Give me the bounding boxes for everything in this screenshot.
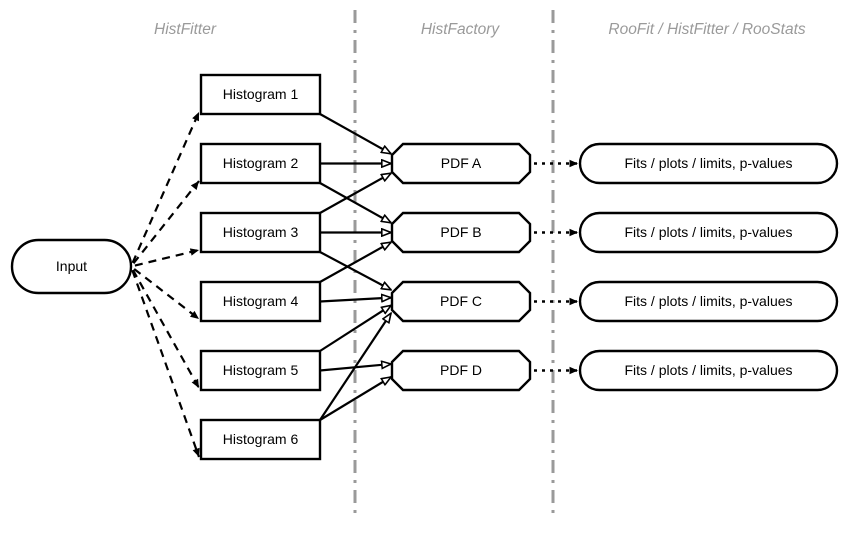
node-label: Histogram 6 bbox=[223, 431, 299, 447]
node-result-1: Fits / plots / limits, p-values bbox=[578, 142, 839, 185]
node-label: Histogram 3 bbox=[223, 224, 299, 240]
edge-input-to-histogram-3 bbox=[134, 248, 200, 267]
node-histogram-6: Histogram 6 bbox=[199, 418, 322, 461]
node-label: PDF B bbox=[440, 224, 481, 240]
edge-histogram-3-to-pdf-A bbox=[319, 173, 391, 214]
edge-histogram-5-to-pdf-C bbox=[319, 305, 391, 352]
node-input: Input bbox=[10, 238, 133, 295]
nodes-layer: Input Histogram 1 Histogram 2 Histogram 3 Hi… bbox=[10, 73, 839, 461]
node-label: PDF A bbox=[441, 155, 482, 171]
node-label: Fits / plots / limits, p-values bbox=[624, 224, 792, 240]
edge-histogram-4-to-pdf-C bbox=[319, 298, 391, 302]
edge-histogram-5-to-pdf-D bbox=[319, 364, 391, 372]
node-label: PDF D bbox=[440, 362, 482, 378]
node-histogram-4: Histogram 4 bbox=[199, 280, 322, 323]
node-pdf-c: PDF C bbox=[390, 280, 532, 323]
edge-histogram-3-to-pdf-C bbox=[319, 251, 391, 290]
node-histogram-5: Histogram 5 bbox=[199, 349, 322, 392]
node-label: Fits / plots / limits, p-values bbox=[624, 293, 792, 309]
node-histogram-2: Histogram 2 bbox=[199, 142, 322, 185]
node-label: Histogram 4 bbox=[223, 293, 299, 309]
edge-histogram-6-to-pdf-D bbox=[319, 377, 391, 421]
node-label: Input bbox=[56, 258, 87, 274]
edge-input-to-histogram-1 bbox=[131, 111, 201, 264]
edge-input-to-histogram-2 bbox=[132, 180, 200, 265]
node-result-3: Fits / plots / limits, p-values bbox=[578, 280, 839, 323]
node-label: Histogram 1 bbox=[223, 86, 299, 102]
section-dividers bbox=[353, 10, 555, 518]
column-header-roofit: RooFit / HistFitter / RooStats bbox=[608, 21, 805, 38]
node-label: Fits / plots / limits, p-values bbox=[624, 362, 792, 378]
column-header-histfactory: HistFactory bbox=[421, 21, 501, 38]
edge-histogram-4-to-pdf-B bbox=[319, 242, 391, 283]
node-result-4: Fits / plots / limits, p-values bbox=[578, 349, 839, 392]
edge-input-to-histogram-4 bbox=[133, 268, 200, 320]
column-header-histfitter: HistFitter bbox=[154, 21, 217, 38]
node-label: PDF C bbox=[440, 293, 482, 309]
node-label: Fits / plots / limits, p-values bbox=[624, 155, 792, 171]
node-label: Histogram 2 bbox=[223, 155, 299, 171]
edge-input-to-histogram-6 bbox=[131, 269, 201, 458]
node-pdf-a: PDF A bbox=[390, 142, 532, 185]
node-label: Histogram 5 bbox=[223, 362, 299, 378]
edge-histogram-1-to-pdf-A bbox=[319, 113, 391, 154]
node-histogram-1: Histogram 1 bbox=[199, 73, 322, 116]
node-pdf-d: PDF D bbox=[390, 349, 532, 392]
node-pdf-b: PDF B bbox=[390, 211, 532, 254]
column-headers: HistFitter HistFactory RooFit / HistFitter… bbox=[154, 21, 806, 38]
edge-input-to-histogram-5 bbox=[131, 269, 200, 389]
edge-histogram-2-to-pdf-B bbox=[319, 182, 391, 223]
edges-layer bbox=[131, 111, 578, 458]
node-histogram-3: Histogram 3 bbox=[199, 211, 322, 254]
node-result-2: Fits / plots / limits, p-values bbox=[578, 211, 839, 254]
